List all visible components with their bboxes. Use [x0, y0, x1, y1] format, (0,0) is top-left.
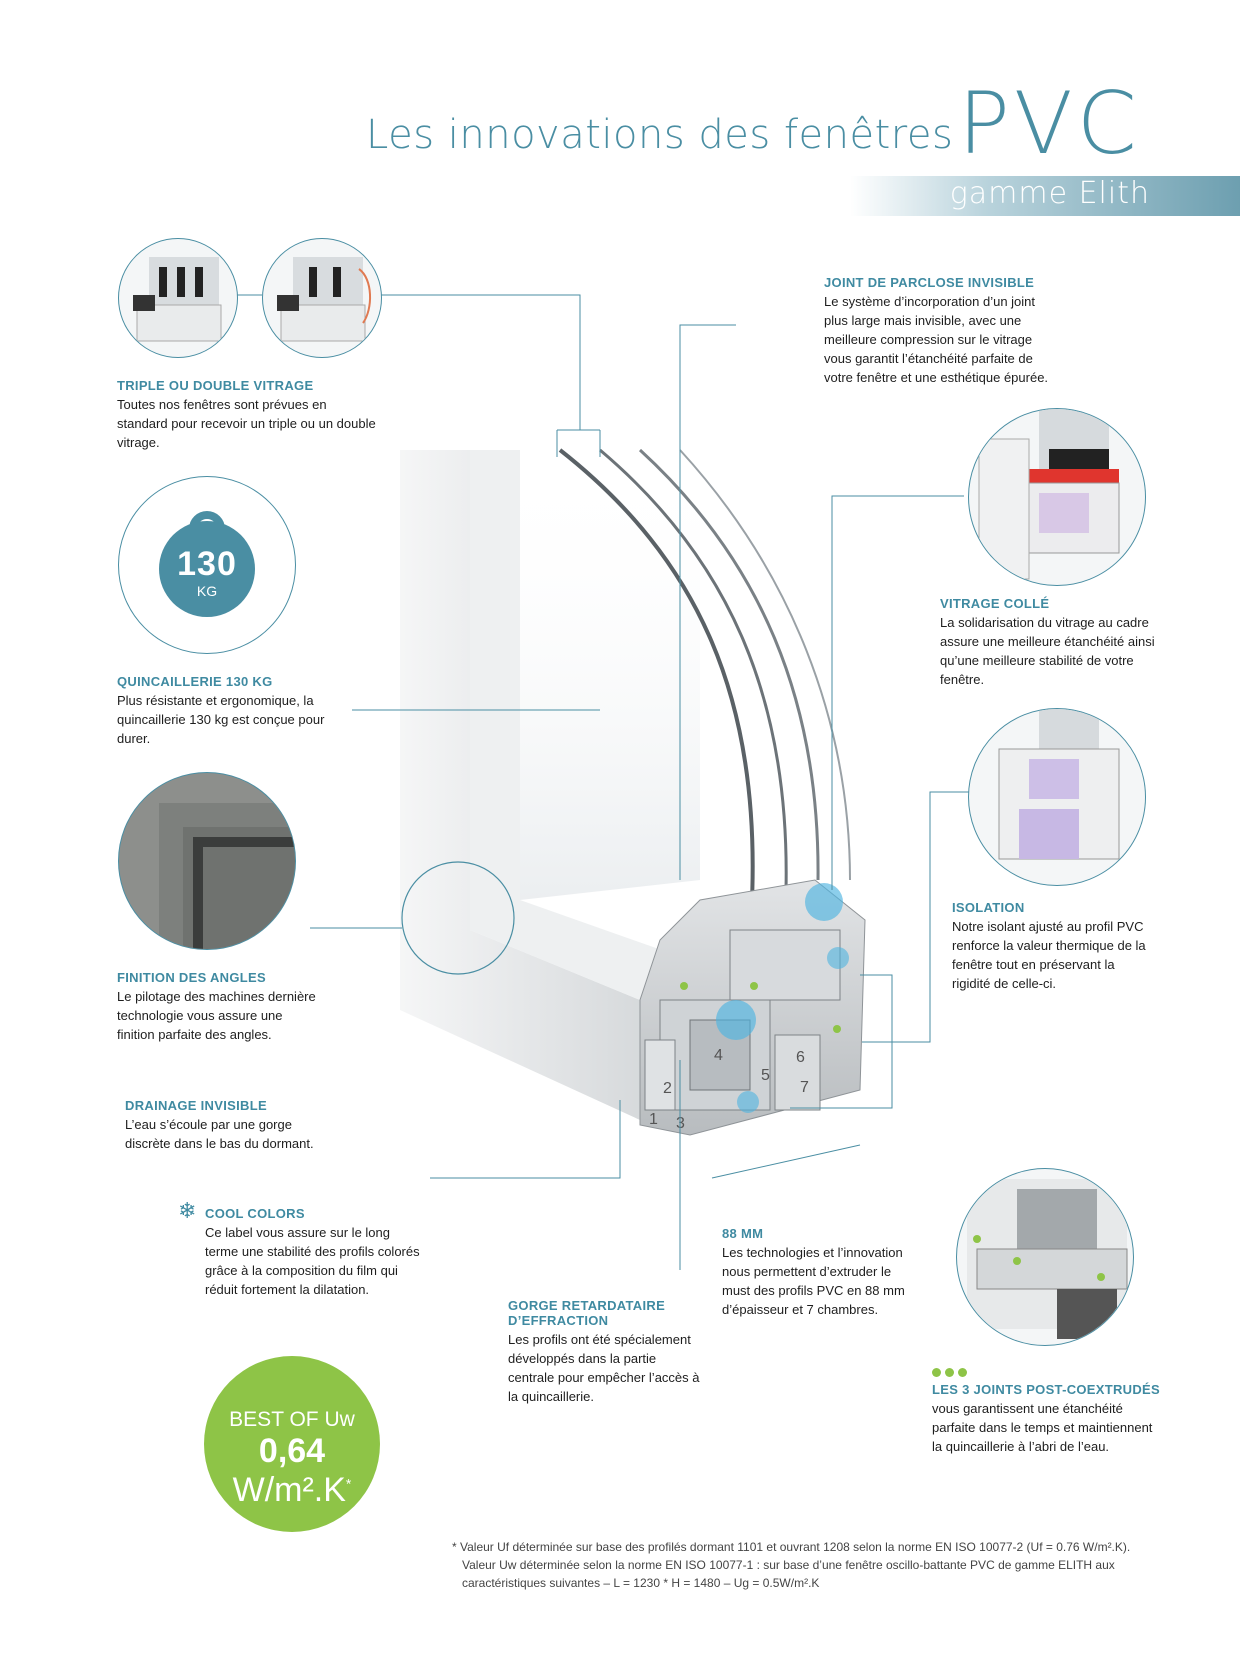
- feature-body: Plus résistante et ergonomique, la quinc…: [117, 693, 325, 746]
- feature-title: 88 MM: [722, 1226, 764, 1241]
- chamber-7: 7: [800, 1079, 809, 1096]
- angle-finish-photo: [118, 772, 296, 950]
- feature-break-in-groove: GORGE RETARDATAIRE D’EFFRACTION Les prof…: [508, 1298, 703, 1406]
- snowflake-icon: ❄: [178, 1198, 197, 1223]
- feature-title: TRIPLE OU DOUBLE VITRAGE: [117, 378, 314, 393]
- weight-icon: [159, 511, 255, 617]
- chamber-4: 4: [714, 1047, 723, 1064]
- subtitle-bar: [850, 176, 1240, 216]
- joints-photo: [956, 1168, 1134, 1346]
- feature-body: Les profils ont été spécialement dévelop…: [508, 1332, 700, 1404]
- best-of-unit: W/m².K: [232, 1471, 346, 1509]
- best-of-label: BEST OF Uw: [229, 1408, 355, 1431]
- window-profile-illustration: 1 2 3 4 5 6 7: [400, 448, 866, 1179]
- feature-hardware: QUINCAILLERIE 130 KG Plus résistante et …: [117, 674, 357, 748]
- page-subtitle: gamme Elith: [949, 176, 1150, 211]
- chamber-1: 1: [649, 1111, 658, 1128]
- footnote: * Valeur Uf déterminée sur base des prof…: [452, 1538, 1152, 1592]
- feature-title: QUINCAILLERIE 130 KG: [117, 674, 273, 689]
- triple-glazing-photo: [118, 238, 238, 358]
- feature-title: COOL COLORS: [205, 1206, 305, 1221]
- feature-body: La solidarisation du vitrage au cadre as…: [940, 615, 1155, 687]
- feature-body: Toutes nos fenêtres sont prévues en stan…: [117, 397, 376, 450]
- connector-lines: [221, 294, 976, 1270]
- feature-body: Ce label vous assure sur le long terme u…: [205, 1225, 420, 1297]
- feature-title: FINITION DES ANGLES: [117, 970, 266, 985]
- feature-angle-finish: FINITION DES ANGLES Le pilotage des mach…: [117, 970, 317, 1044]
- glued-glazing-photo: [968, 408, 1146, 586]
- chamber-5: 5: [761, 1067, 770, 1084]
- feature-cool-colors: COOL COLORS Ce label vous assure sur le …: [205, 1206, 420, 1299]
- chamber-6: 6: [796, 1049, 805, 1066]
- footnote-line-1: * Valeur Uf déterminée sur base des prof…: [452, 1540, 1131, 1554]
- feature-body: L’eau s’écoule par une gorge discrète da…: [125, 1117, 314, 1151]
- feature-body: Notre isolant ajusté au profil PVC renfo…: [952, 919, 1146, 991]
- weight-badge-circle: 130 KG: [118, 476, 296, 654]
- feature-title: VITRAGE COLLÉ: [940, 596, 1050, 611]
- feature-drainage: DRAINAGE INVISIBLE L’eau s’écoule par un…: [125, 1098, 325, 1153]
- feature-88mm: 88 MM Les technologies et l’innovation n…: [722, 1226, 907, 1319]
- chamber-2: 2: [663, 1080, 672, 1097]
- feature-title: LES 3 JOINTS POST-COEXTRUDÉS: [932, 1382, 1160, 1397]
- weight-unit: KG: [196, 583, 218, 599]
- best-of-value-line: 0,64 W/m².K*: [204, 1432, 380, 1510]
- feature-body: Le système d’incorporation d’un joint pl…: [824, 294, 1049, 385]
- feature-invisible-seal: JOINT DE PARCLOSE INVISIBLE Le système d…: [824, 275, 1059, 387]
- feature-title: DRAINAGE INVISIBLE: [125, 1098, 267, 1113]
- three-dots-icon: [932, 1364, 971, 1382]
- best-of-asterisk: *: [345, 1475, 352, 1492]
- double-glazing-photo: [262, 238, 382, 358]
- best-of-value: 0,64: [258, 1432, 326, 1470]
- feature-body: Les technologies et l’innovation nous pe…: [722, 1245, 905, 1317]
- feature-triple-glazing: TRIPLE OU DOUBLE VITRAGE Toutes nos fenê…: [117, 378, 377, 452]
- feature-title: ISOLATION: [952, 900, 1025, 915]
- feature-body: vous garantissent une étanchéité parfait…: [932, 1401, 1153, 1454]
- feature-title: GORGE RETARDATAIRE D’EFFRACTION: [508, 1298, 666, 1328]
- weight-value: 130: [177, 545, 237, 583]
- insulation-photo: [968, 708, 1146, 886]
- feature-title: JOINT DE PARCLOSE INVISIBLE: [824, 275, 1035, 290]
- feature-insulation: ISOLATION Notre isolant ajusté au profil…: [952, 900, 1152, 993]
- footnote-line-2: Valeur Uw déterminée selon la norme EN I…: [462, 1558, 1115, 1590]
- page-title: Les innovations des fenêtres: [366, 112, 954, 158]
- best-of-badge: BEST OF Uw 0,64 W/m².K*: [204, 1356, 380, 1532]
- feature-body: Le pilotage des machines dernière techno…: [117, 989, 316, 1042]
- feature-glued-glazing: VITRAGE COLLÉ La solidarisation du vitra…: [940, 596, 1155, 689]
- page-title-accent: PVC: [958, 74, 1141, 174]
- feature-three-joints: LES 3 JOINTS POST-COEXTRUDÉS vous garant…: [932, 1382, 1162, 1456]
